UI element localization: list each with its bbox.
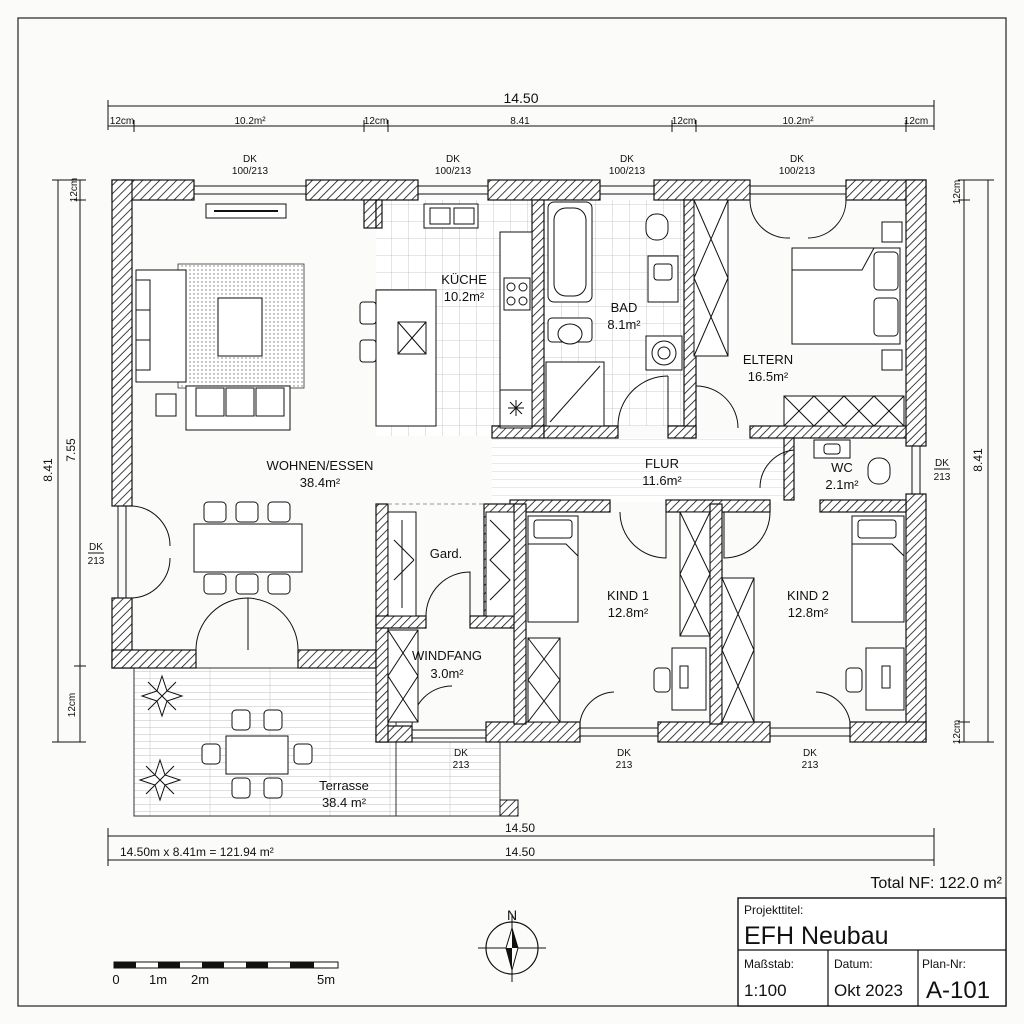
room-area-wohnen: 38.4m² bbox=[300, 475, 341, 490]
right-bottom-dimension: 12cm bbox=[952, 720, 963, 744]
room-name-eltern: ELTERN bbox=[743, 352, 793, 367]
room-area-eltern: 16.5m² bbox=[748, 369, 789, 384]
window-panes bbox=[117, 185, 921, 739]
wardrobe-furniture bbox=[387, 503, 515, 727]
top-dim-seg-4: 8.41 bbox=[510, 116, 530, 127]
window-label-size: 213 bbox=[934, 472, 951, 483]
scale-field-label: Maßstab: bbox=[744, 957, 794, 971]
top-dim-seg-7: 12cm bbox=[904, 116, 928, 127]
room-area-kind2: 12.8m² bbox=[788, 605, 829, 620]
window-label-size: 213 bbox=[88, 556, 105, 567]
room-name-windfang: WINDFANG bbox=[412, 648, 482, 663]
title-block bbox=[737, 897, 1007, 1007]
window-label-size: 213 bbox=[802, 760, 819, 771]
scale-field-value: 1:100 bbox=[744, 981, 787, 1000]
room-name-kind1: KIND 1 bbox=[607, 588, 649, 603]
room-area-kind1: 12.8m² bbox=[608, 605, 649, 620]
bottom-total-dimension-2: 14.50 bbox=[505, 845, 535, 859]
window-label-dk: DK bbox=[935, 458, 949, 469]
room-area-terrasse: 38.4 m² bbox=[322, 795, 367, 810]
room-name-wc: WC bbox=[831, 460, 853, 475]
plant-icon bbox=[138, 758, 182, 802]
scale-label-1m: 1m bbox=[149, 972, 167, 987]
date-field-value: Okt 2023 bbox=[834, 981, 903, 1000]
room-labels: WOHNEN/ESSEN 38.4m² KÜCHE 10.2m² BAD 8.1… bbox=[267, 272, 860, 810]
room-area-windfang: 3.0m² bbox=[430, 666, 464, 681]
north-arrow-icon bbox=[478, 914, 546, 982]
window-label-size: 213 bbox=[453, 760, 470, 771]
bath-furniture bbox=[545, 201, 683, 427]
top-dim-seg-3: 12cm bbox=[364, 116, 388, 127]
window-label-dk: DK bbox=[446, 154, 460, 165]
plant-icon bbox=[140, 674, 184, 718]
north-label: N bbox=[507, 907, 517, 923]
bottom-total-dimension-1: 14.50 bbox=[505, 821, 535, 835]
window-label-dk: DK bbox=[803, 748, 817, 759]
eltern-furniture bbox=[693, 199, 905, 429]
top-dimension-lines bbox=[107, 100, 935, 132]
room-area-flur: 11.6m² bbox=[642, 473, 682, 488]
left-top-dimension: 12cm bbox=[69, 178, 80, 202]
window-label-dk: DK bbox=[243, 154, 257, 165]
window-label-dk: DK bbox=[454, 748, 468, 759]
left-dimension-lines bbox=[52, 179, 86, 743]
room-name-kueche: KÜCHE bbox=[441, 272, 487, 287]
wardrobe-label: Gard. bbox=[430, 546, 463, 561]
window-label-size: 213 bbox=[616, 760, 633, 771]
drawing-frame bbox=[17, 17, 1007, 1007]
room-area-kueche: 10.2m² bbox=[444, 289, 485, 304]
hall-board-floor bbox=[492, 438, 792, 502]
kitchen-furniture bbox=[359, 203, 533, 429]
kind1-furniture bbox=[527, 511, 711, 723]
scale-label-5m: 5m bbox=[317, 972, 335, 987]
left-inner-dimension: 7.55 bbox=[64, 438, 78, 462]
window-label-size: 100/213 bbox=[779, 166, 816, 177]
room-name-kind2: KIND 2 bbox=[787, 588, 829, 603]
left-total-dimension: 8.41 bbox=[41, 458, 55, 482]
window-label-size: 100/213 bbox=[435, 166, 472, 177]
right-total-dimension: 8.41 bbox=[971, 448, 985, 472]
right-dimension-lines bbox=[958, 179, 994, 743]
terrace-furniture bbox=[201, 709, 313, 799]
wc-furniture bbox=[759, 439, 891, 489]
top-total-dimension: 14.50 bbox=[503, 90, 538, 106]
top-dim-seg-2: 10.2m² bbox=[234, 116, 266, 127]
project-title-value: EFH Neubau bbox=[744, 922, 889, 950]
bottom-area-formula: 14.50m x 8.41m = 121.94 m² bbox=[120, 845, 274, 859]
window-label-size: 100/213 bbox=[609, 166, 646, 177]
living-furniture bbox=[131, 203, 305, 651]
entry-step bbox=[499, 799, 519, 817]
date-field-label: Datum: bbox=[834, 957, 873, 971]
kind2-furniture bbox=[721, 515, 905, 723]
window-label-dk: DK bbox=[89, 542, 103, 553]
room-name-flur: FLUR bbox=[645, 456, 679, 471]
top-dim-seg-1: 12cm bbox=[110, 116, 134, 127]
total-floor-area: Total NF: 122.0 m² bbox=[870, 875, 1002, 892]
exterior-walls bbox=[111, 179, 927, 743]
plan-number-value: A-101 bbox=[926, 977, 990, 1004]
room-area-bad: 8.1m² bbox=[607, 317, 641, 332]
scale-bar bbox=[113, 961, 339, 969]
bottom-dimension-lines bbox=[107, 828, 935, 866]
room-name-wohnen: WOHNEN/ESSEN bbox=[267, 458, 374, 473]
project-title-label: Projekttitel: bbox=[744, 903, 803, 917]
entry-deck bbox=[395, 741, 501, 817]
window-labels: DK 100/213 DK 100/213 DK 100/213 DK 100/… bbox=[88, 154, 951, 771]
right-top-dimension: 12cm bbox=[952, 180, 963, 204]
left-bottom-dimension: 12cm bbox=[67, 693, 78, 717]
top-dim-seg-6: 10.2m² bbox=[782, 116, 814, 127]
window-label-dk: DK bbox=[790, 154, 804, 165]
scale-label-0: 0 bbox=[112, 972, 119, 987]
room-area-wc: 2.1m² bbox=[825, 477, 859, 492]
window-label-size: 100/213 bbox=[232, 166, 269, 177]
plan-number-label: Plan-Nr: bbox=[922, 957, 966, 971]
hall-doors bbox=[619, 511, 771, 559]
room-name-bad: BAD bbox=[611, 300, 638, 315]
window-label-dk: DK bbox=[617, 748, 631, 759]
top-dim-seg-5: 12cm bbox=[672, 116, 696, 127]
window-label-dk: DK bbox=[620, 154, 634, 165]
room-name-terrasse: Terrasse bbox=[319, 778, 369, 793]
scale-label-2m: 2m bbox=[191, 972, 209, 987]
